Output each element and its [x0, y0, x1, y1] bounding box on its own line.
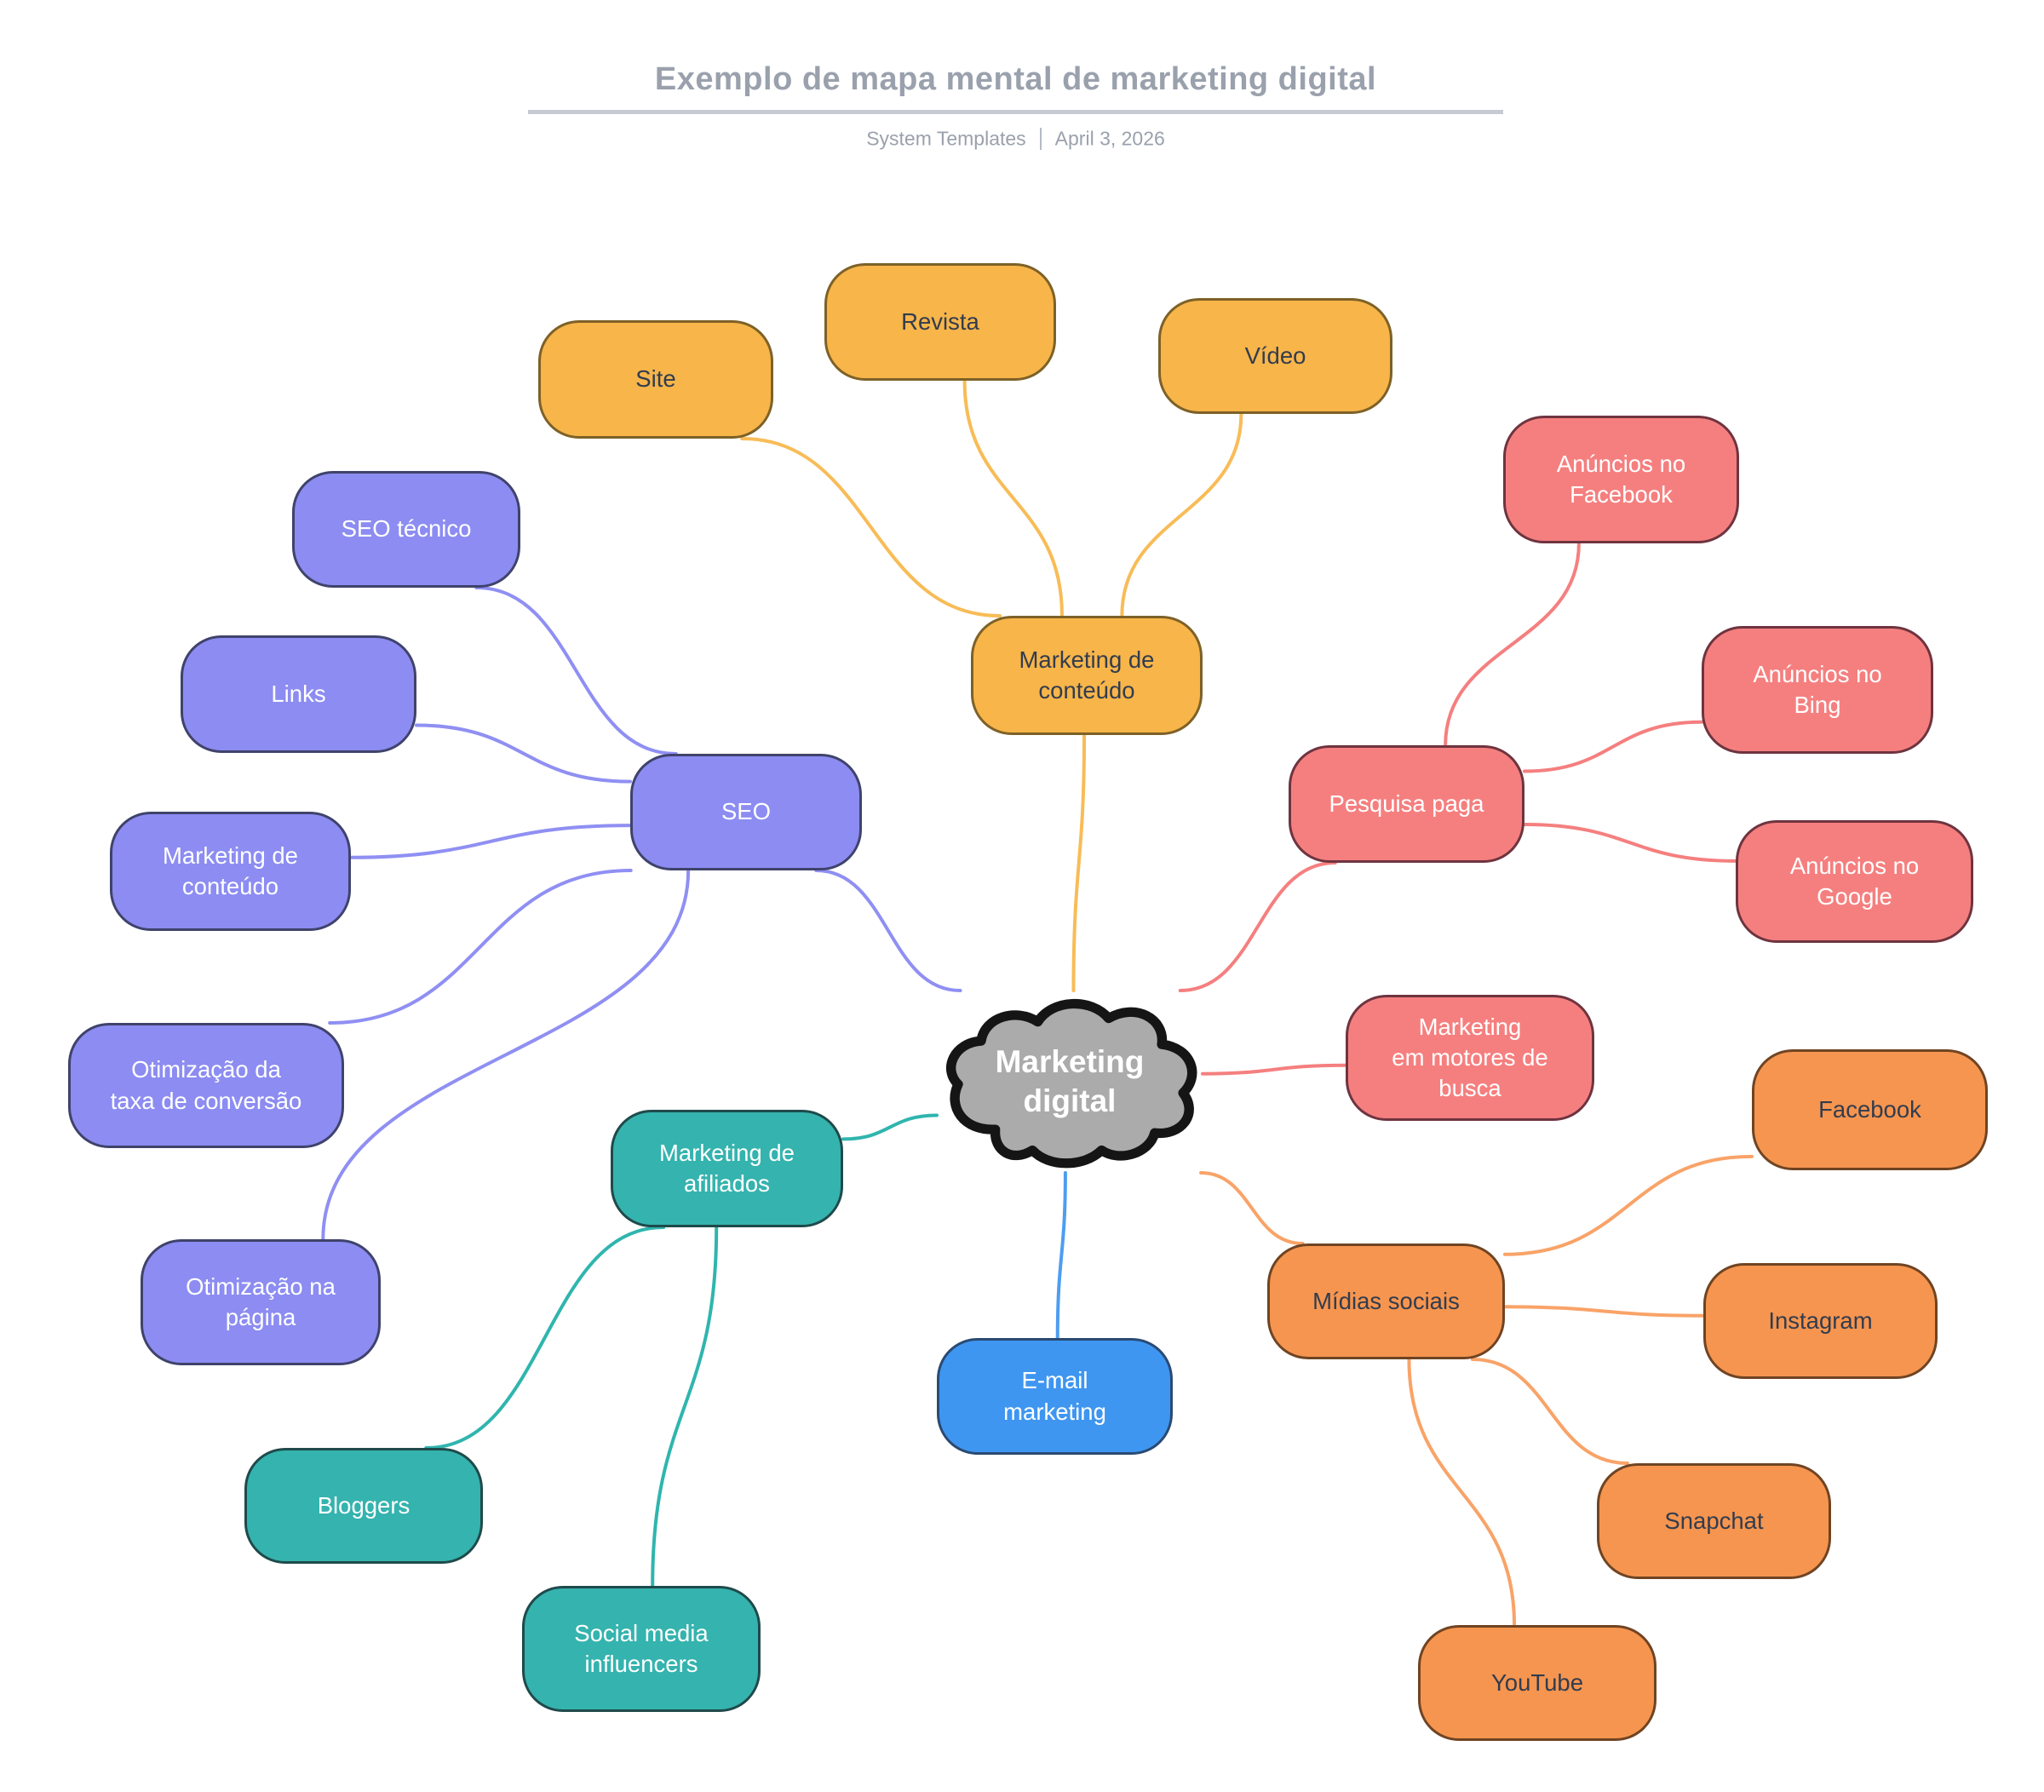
node-facebook[interactable]: Facebook	[1752, 1049, 1988, 1170]
edge-midias-sociais-youtube	[1407, 1358, 1517, 1627]
node-mkt-afiliados[interactable]: Marketing de afiliados	[611, 1110, 843, 1227]
edge-midias-sociais-instagram	[1503, 1305, 1705, 1318]
edge-root-mkt-afiliados	[841, 1113, 939, 1141]
node-snapchat[interactable]: Snapchat	[1597, 1463, 1831, 1579]
node-links[interactable]: Links	[181, 635, 416, 753]
edge-mkt-conteudo-site	[740, 437, 1002, 617]
edge-mkt-conteudo-revista	[962, 379, 1064, 617]
edge-root-seo	[814, 869, 962, 992]
edge-mkt-afiliados-bloggers	[424, 1226, 666, 1450]
node-otim-pagina[interactable]: Otimização na página	[141, 1239, 381, 1365]
edge-root-pesquisa-paga	[1178, 861, 1337, 992]
edge-seo-otim-taxa	[328, 869, 633, 1025]
page-subtitle: System Templates April 3, 2026	[528, 126, 1503, 150]
edge-midias-sociais-facebook	[1503, 1154, 1754, 1256]
edge-seo-links	[415, 723, 632, 784]
node-youtube[interactable]: YouTube	[1418, 1625, 1656, 1741]
page-title: Exemplo de mapa mental de marketing digi…	[528, 61, 1503, 114]
edge-root-mkt-conteudo	[1071, 733, 1087, 992]
edge-root-mkt-motores	[1201, 1063, 1347, 1076]
edge-seo-otim-pagina	[321, 869, 691, 1241]
root-cloud-shape[interactable]	[945, 998, 1197, 1169]
node-anuncios-bing[interactable]: Anúncios no Bing	[1702, 626, 1933, 754]
node-otim-taxa[interactable]: Otimização da taxa de conversão	[68, 1023, 344, 1148]
author-label: System Templates	[866, 127, 1026, 150]
node-mkt-conteudo-seo[interactable]: Marketing de conteúdo	[110, 812, 351, 931]
date-label: April 3, 2026	[1054, 127, 1165, 150]
node-video[interactable]: Vídeo	[1158, 298, 1392, 414]
node-bloggers[interactable]: Bloggers	[244, 1448, 483, 1564]
node-pesquisa-paga[interactable]: Pesquisa paga	[1289, 745, 1524, 863]
node-root-label: Marketing digital	[995, 1043, 1145, 1118]
edge-mkt-conteudo-video	[1120, 412, 1243, 617]
page-header: Exemplo de mapa mental de marketing digi…	[528, 61, 1503, 150]
node-anuncios-facebook[interactable]: Anúncios no Facebook	[1503, 416, 1739, 543]
edge-seo-mkt-conteudo-seo	[349, 824, 632, 859]
edge-root-email-marketing	[1055, 1171, 1067, 1340]
node-seo-tecnico[interactable]: SEO técnico	[292, 471, 520, 588]
node-anuncios-google[interactable]: Anúncios no Google	[1736, 820, 1973, 943]
edge-pesquisa-paga-anuncios-facebook	[1444, 542, 1581, 747]
node-instagram[interactable]: Instagram	[1703, 1263, 1938, 1379]
edge-seo-seo-tecnico	[474, 586, 678, 755]
node-seo[interactable]: SEO	[630, 754, 862, 870]
node-mkt-conteudo[interactable]: Marketing de conteúdo	[971, 616, 1203, 735]
subtitle-divider	[1039, 127, 1042, 150]
edge-pesquisa-paga-anuncios-google	[1523, 822, 1737, 863]
node-site[interactable]: Site	[538, 320, 773, 439]
node-midias-sociais[interactable]: Mídias sociais	[1267, 1243, 1505, 1359]
edge-midias-sociais-snapchat	[1470, 1358, 1630, 1465]
node-mkt-motores[interactable]: Marketing em motores de busca	[1346, 995, 1594, 1121]
edge-pesquisa-paga-anuncios-bing	[1523, 720, 1703, 773]
node-social-influencers[interactable]: Social media influencers	[522, 1586, 761, 1712]
node-revista[interactable]: Revista	[824, 263, 1056, 381]
node-email-marketing[interactable]: E-mail marketing	[937, 1338, 1173, 1455]
edge-root-midias-sociais	[1199, 1171, 1305, 1245]
edge-mkt-afiliados-social-influencers	[651, 1226, 719, 1588]
